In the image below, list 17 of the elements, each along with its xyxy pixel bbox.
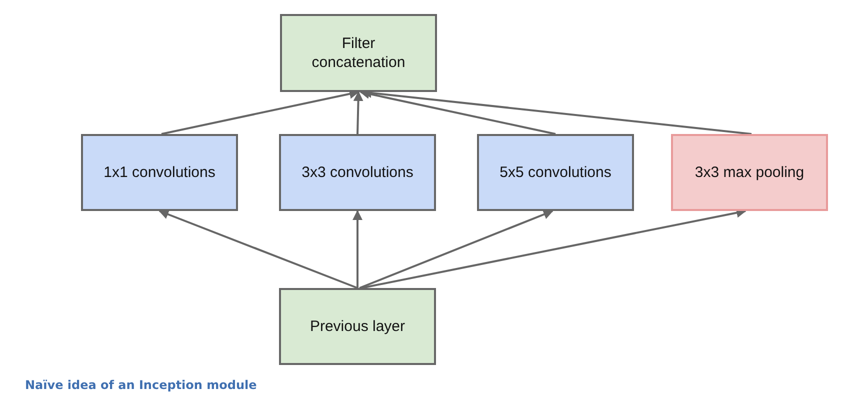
layer-box (81, 134, 238, 211)
arrow (359, 210, 554, 289)
arrow (158, 210, 358, 289)
caption: Naïve idea of an Inception module (25, 378, 257, 392)
arrow (352, 210, 362, 288)
box-label: Previous layer (310, 316, 406, 336)
box-label: 1x1 convolutions (104, 162, 216, 182)
box-label: 5x5 convolutions (500, 162, 612, 182)
layer-box (279, 288, 436, 365)
arrow (353, 91, 364, 134)
layer-box (279, 134, 436, 211)
box-label: 3x3 convolutions (302, 162, 414, 182)
layer-box (477, 134, 634, 211)
layer-box (671, 134, 828, 211)
layer-box (280, 14, 437, 92)
box-label: 3x3 max pooling (694, 162, 804, 182)
box-label: Filter concatenation (310, 34, 406, 72)
